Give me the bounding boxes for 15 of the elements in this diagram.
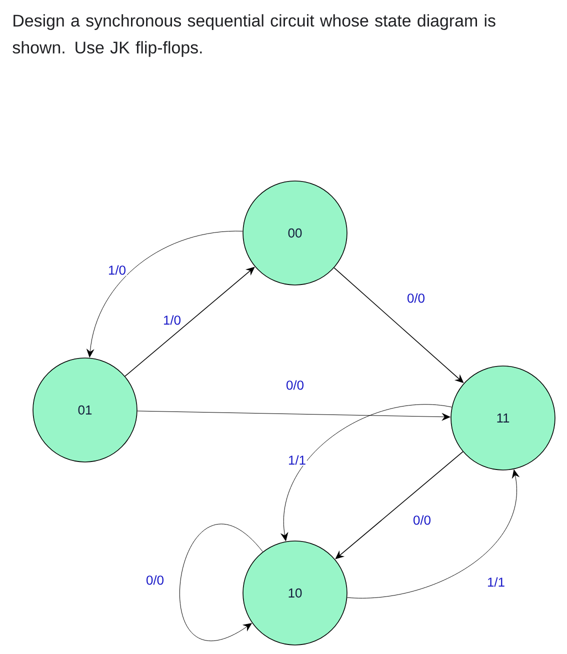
arrow	[346, 470, 520, 598]
arrow	[86, 230, 243, 358]
arrow	[335, 451, 464, 560]
edge-label: 0/0	[414, 515, 430, 525]
arrow	[180, 524, 263, 640]
question-text: Design a synchronous sequential circuit whose state diagram is shown. Use JK flip-flops.	[12, 14, 496, 57]
edge-label: 0/0	[286, 380, 304, 390]
arrow	[280, 404, 452, 542]
edge-label: 1/1	[488, 577, 504, 587]
edge-label: 0/0	[408, 293, 424, 303]
edge-label: 1/0	[108, 265, 126, 275]
arrow	[137, 410, 450, 420]
edge-label: 1/0	[164, 315, 180, 325]
edge-label: 1/1	[288, 455, 306, 465]
edge-label: 0/0	[146, 575, 164, 585]
